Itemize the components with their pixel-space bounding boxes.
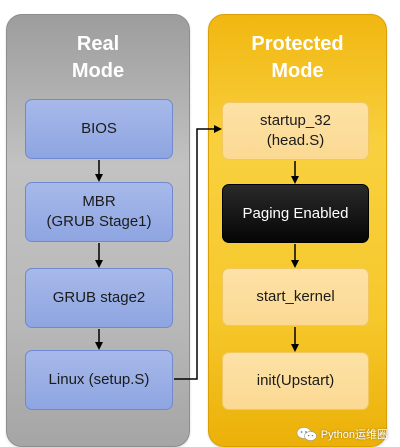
- step-bios: BIOS: [25, 99, 173, 159]
- step-start-kernel: start_kernel: [222, 268, 369, 326]
- step-paging-enabled: Paging Enabled: [222, 184, 369, 243]
- watermark-text: Python运维圈: [320, 429, 388, 441]
- step-startup-32: startup_32 (head.S): [222, 102, 369, 160]
- wechat-icon: [296, 427, 317, 441]
- step-mbr: MBR (GRUB Stage1): [25, 182, 173, 242]
- real-mode-title: Real Mode: [71, 33, 125, 82]
- step-grub-stage2: GRUB stage2: [25, 268, 173, 328]
- arrow-linux-to-startup32: [174, 125, 222, 380]
- protected-mode-title: Protected Mode: [251, 33, 344, 82]
- step-linux-setup: Linux (setup.S): [25, 350, 173, 410]
- watermark: Python运维圈: [296, 426, 388, 442]
- step-init-upstart: init(Upstart): [222, 352, 369, 410]
